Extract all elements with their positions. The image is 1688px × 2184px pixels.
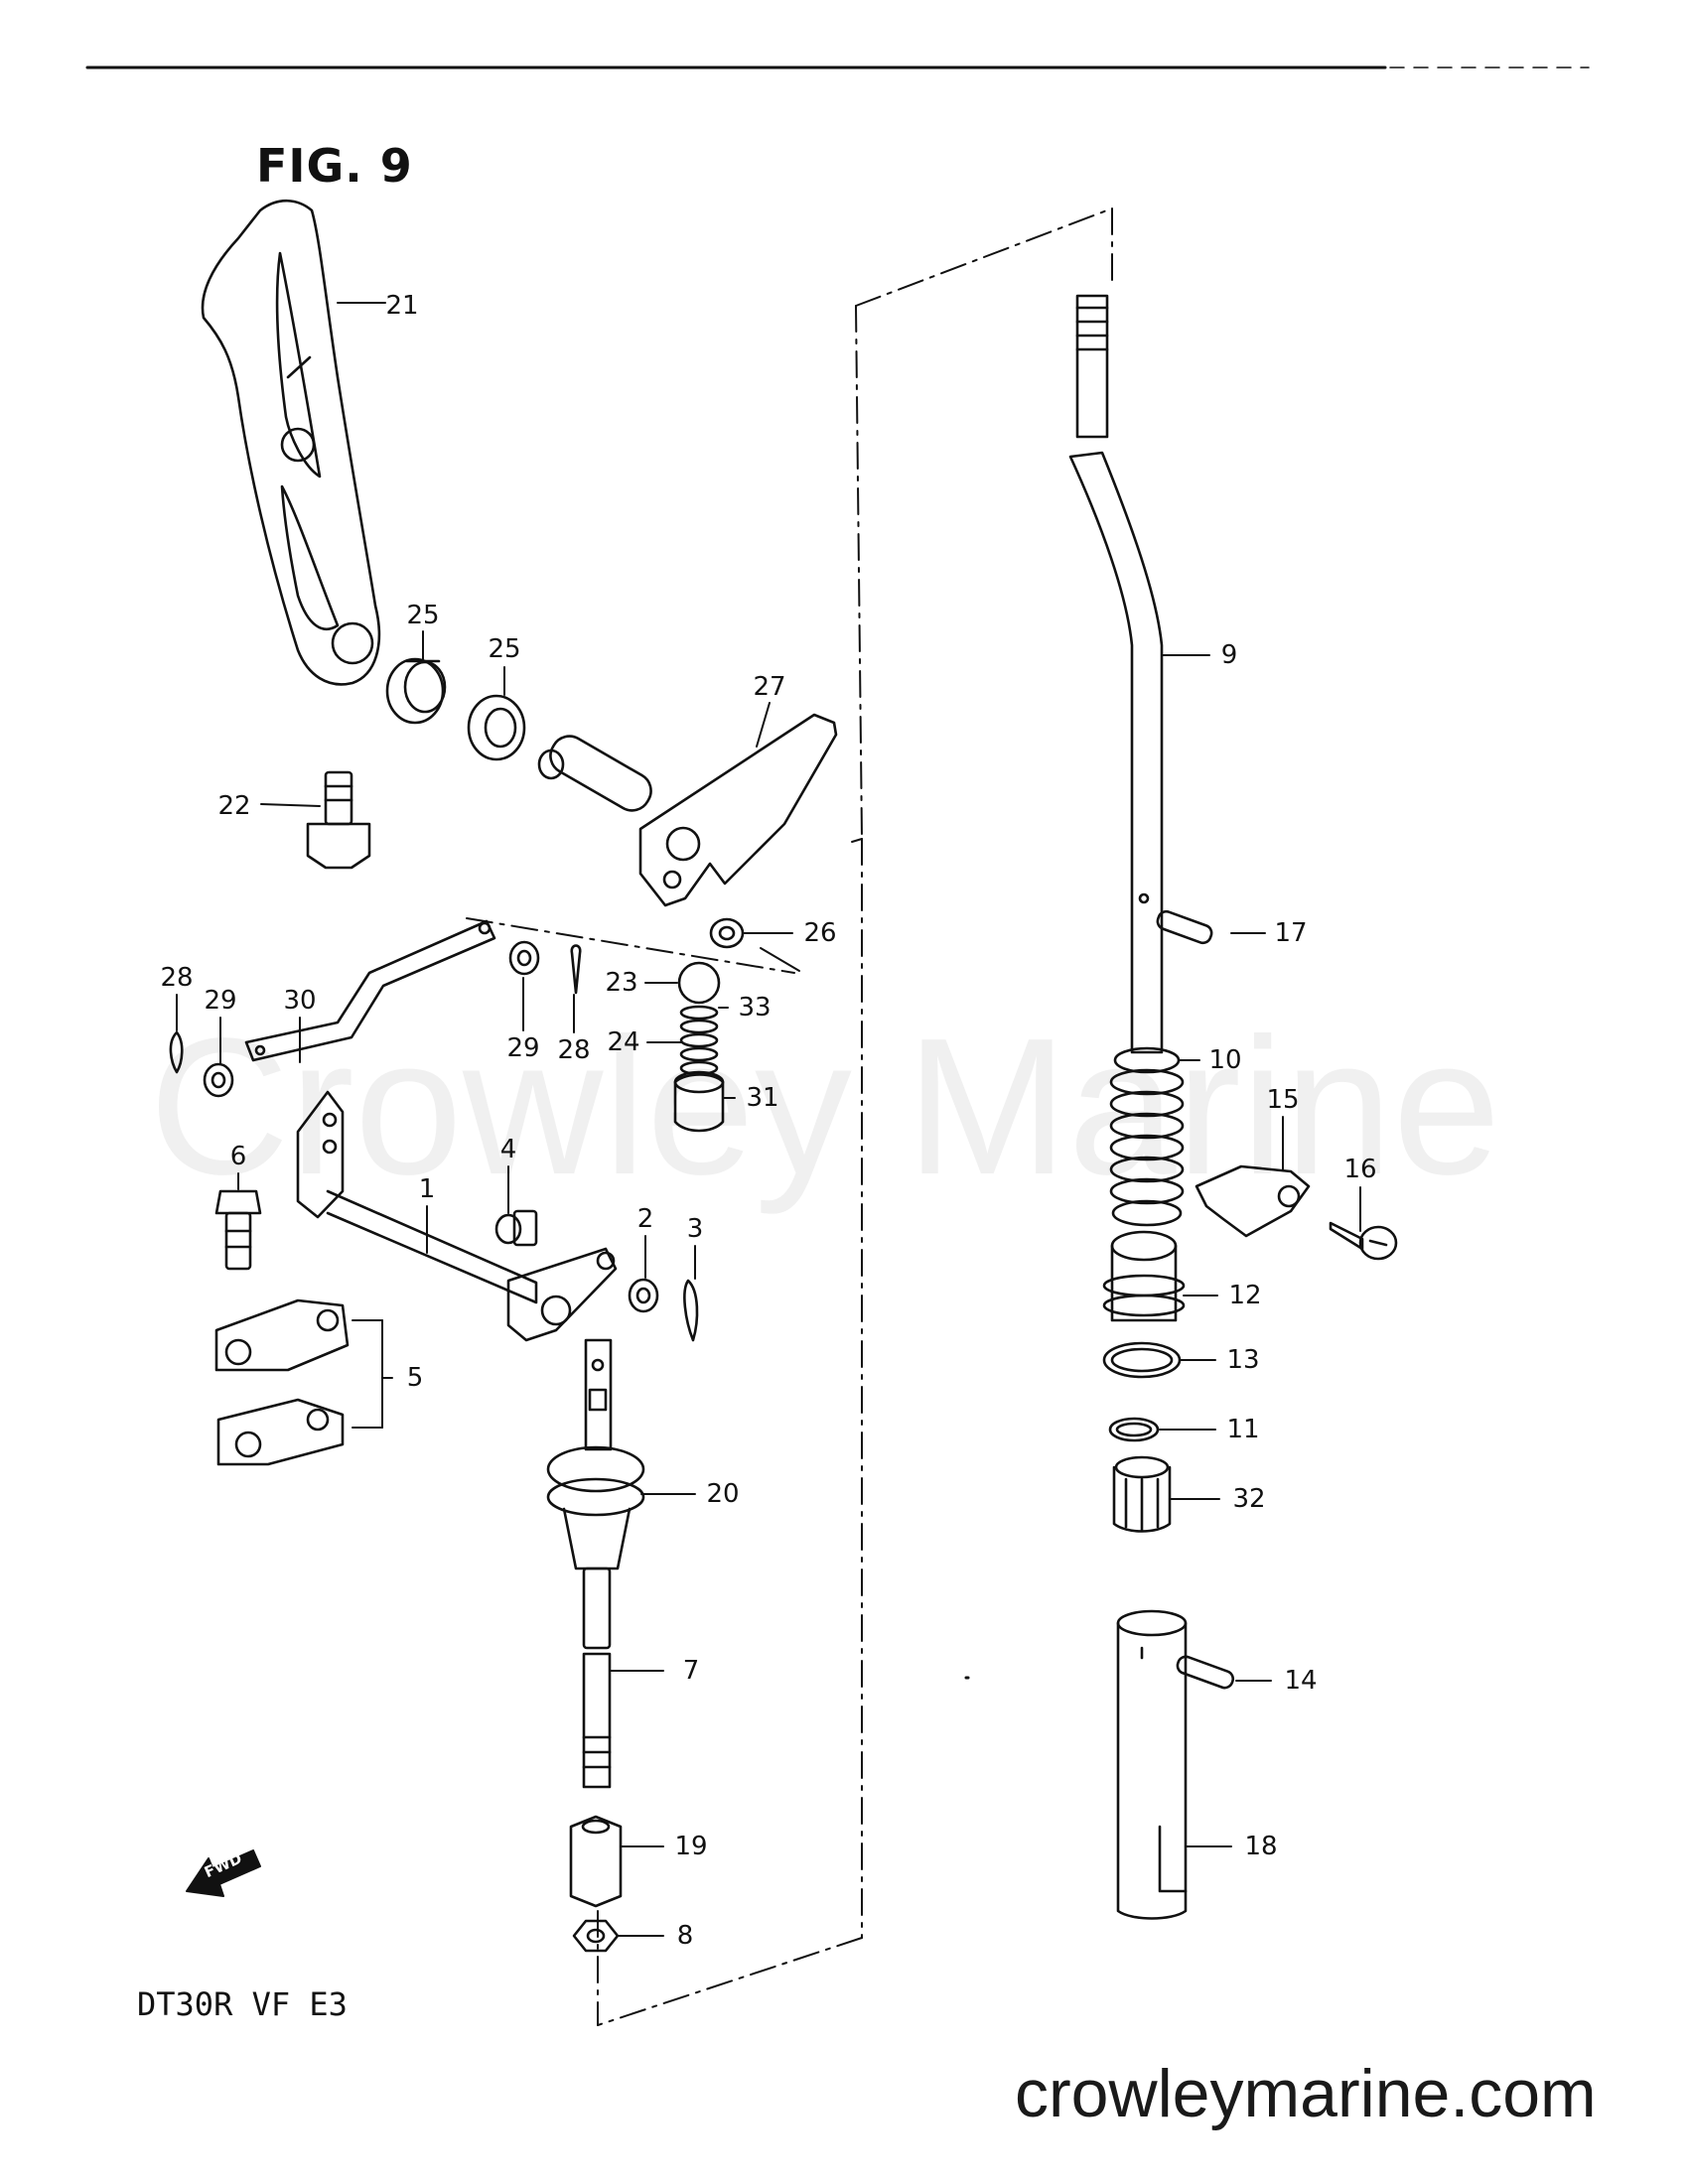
shaft-tube-part-18 [1116, 1609, 1188, 1920]
cotter-pin-part-3 [683, 1279, 699, 1342]
callout-4: 4 [499, 1135, 517, 1164]
link-rod-part-30 [244, 919, 496, 1062]
callout-28a: 28 [160, 963, 194, 993]
callout-6: 6 [229, 1142, 247, 1171]
shift-shaft-part-1 [296, 1090, 618, 1342]
callout-8: 8 [676, 1921, 694, 1951]
model-code: DT30R VF E3 [137, 1985, 348, 2023]
sleeve-part-31 [673, 1070, 725, 1133]
figure-title: FIG. 9 [256, 139, 413, 193]
callout-2: 2 [636, 1204, 654, 1234]
callout-5: 5 [406, 1363, 424, 1393]
callout-17: 17 [1274, 918, 1308, 948]
callout-1: 1 [418, 1174, 436, 1204]
callout-7: 7 [682, 1656, 700, 1686]
pin-part-17 [1156, 909, 1213, 945]
callout-10: 10 [1208, 1045, 1242, 1075]
bushing-part-25b [467, 694, 526, 761]
callout-18: 18 [1244, 1832, 1278, 1861]
pin-part-14 [1176, 1655, 1235, 1690]
ball-part-23 [677, 961, 721, 1005]
screw-part-16 [1329, 1221, 1398, 1261]
leader-lines [176, 302, 1361, 1937]
gear-part-32 [1112, 1455, 1172, 1533]
washer-part-26 [709, 917, 745, 949]
o-ring-part-11 [1108, 1417, 1160, 1442]
bolt-part-6 [214, 1189, 262, 1271]
callout-28b: 28 [557, 1035, 591, 1065]
retainer-part-15 [1195, 1164, 1311, 1238]
shift-rod-part-9 [1068, 294, 1164, 1054]
callout-11: 11 [1226, 1415, 1260, 1444]
coupling-part-19 [569, 1815, 623, 1908]
callout-3: 3 [686, 1214, 704, 1244]
callout-22: 22 [217, 791, 251, 821]
guide-part-12 [1102, 1230, 1186, 1322]
callout-30: 30 [283, 986, 317, 1016]
bushing-part-25a [385, 657, 447, 725]
assembly-outline [466, 207, 1113, 2026]
callout-16: 16 [1343, 1155, 1377, 1184]
rod-part-7 [582, 1567, 612, 1789]
bolt-part-22 [306, 770, 371, 870]
callout-24: 24 [607, 1027, 640, 1057]
o-ring-part-13 [1102, 1341, 1182, 1379]
callout-29a: 29 [204, 986, 237, 1016]
callout-14: 14 [1284, 1666, 1318, 1696]
callout-21: 21 [385, 291, 419, 321]
callout-26: 26 [803, 918, 837, 948]
callout-9: 9 [1220, 640, 1238, 670]
cotter-pin-part-28a [169, 1030, 184, 1074]
bracket-part-27 [537, 713, 838, 907]
website-url[interactable]: crowleymarine.com [1015, 2056, 1597, 2131]
cotter-pin-part-28b [570, 944, 582, 995]
callout-29b: 29 [506, 1033, 540, 1063]
bellows-part-10 [1109, 1046, 1185, 1227]
clamp-part-5 [214, 1298, 350, 1466]
washer-part-29a [203, 1062, 234, 1098]
callout-15: 15 [1266, 1085, 1300, 1115]
callout-13: 13 [1226, 1345, 1260, 1375]
callout-32: 32 [1232, 1484, 1266, 1514]
callout-33: 33 [738, 993, 772, 1023]
pin-part-4 [494, 1209, 538, 1247]
callout-31: 31 [746, 1083, 779, 1113]
nut-part-8 [572, 1919, 620, 1953]
callout-19: 19 [674, 1832, 708, 1861]
handle-part-21 [201, 199, 381, 686]
callout-25a: 25 [406, 601, 440, 630]
indicator-arrow [760, 947, 800, 972]
shift-rod-boot-part-20 [546, 1338, 645, 1570]
callout-20: 20 [706, 1479, 740, 1509]
callout-25b: 25 [488, 634, 521, 664]
callout-23: 23 [605, 968, 638, 998]
fwd-arrow-icon [186, 1849, 261, 1897]
callout-12: 12 [1228, 1281, 1262, 1310]
washer-part-29b [508, 940, 540, 976]
watermark: Crowley Marine [149, 998, 1501, 1215]
washer-part-2 [628, 1278, 659, 1313]
callout-27: 27 [753, 672, 786, 702]
